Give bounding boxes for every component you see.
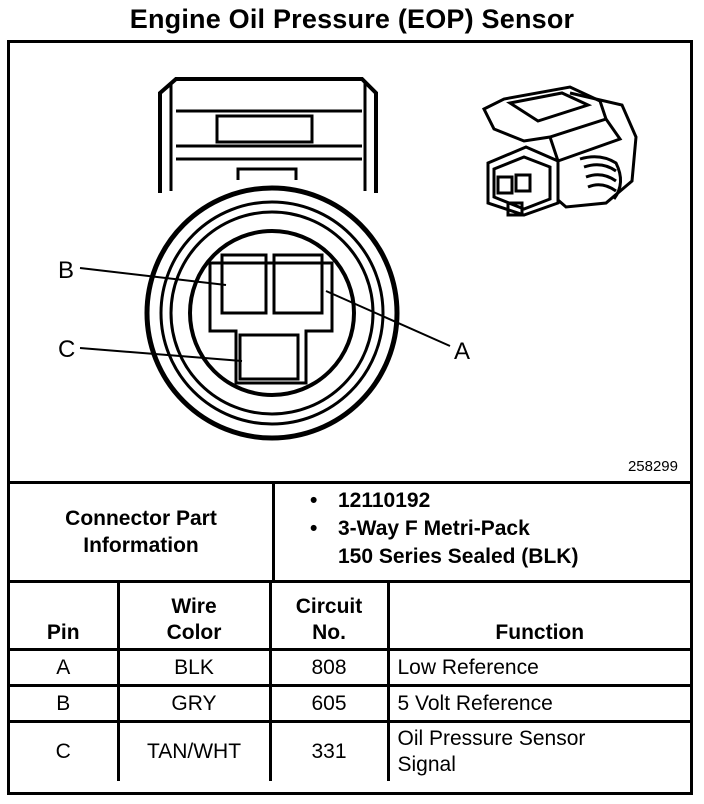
wire-color-cell: TAN/WHT xyxy=(116,720,272,781)
header-pin-text: Pin xyxy=(46,621,80,644)
function-text-line2: Signal xyxy=(397,753,456,776)
page-title: Engine Oil Pressure (EOP) Sensor xyxy=(129,4,575,34)
function-cell: Low Reference xyxy=(386,648,690,687)
header-circuit-line2: No. xyxy=(312,621,346,644)
connector-type-line1: 3-Way F Metri-Pack xyxy=(338,517,530,540)
header-wire-color-line2: Color xyxy=(166,621,222,644)
connector-face-drawing: B C A xyxy=(58,77,638,441)
pin-cell: A xyxy=(10,648,120,687)
connector-isometric-icon xyxy=(481,85,638,217)
connector-part-info: Connector Part Information • 12110192 • … xyxy=(10,484,690,583)
function-text-line1: Oil Pressure Sensor xyxy=(397,727,586,750)
figure-number: 258299 xyxy=(627,458,678,475)
connector-part-label-line2: Information xyxy=(83,534,199,557)
table-row: B GRY 605 5 Volt Reference xyxy=(10,684,690,723)
header-function: Function xyxy=(386,583,690,651)
connector-type-line2: 150 Series Sealed (BLK) xyxy=(338,545,579,568)
pin-b-label: B xyxy=(58,257,74,284)
pin-a-label: A xyxy=(454,338,470,365)
header-function-text: Function xyxy=(495,621,585,644)
pin-c-label: C xyxy=(58,336,75,363)
circuit-cell: 605 xyxy=(268,684,390,723)
connector-diagram: B C A 258299 xyxy=(10,43,690,484)
header-circuit-line1: Circuit xyxy=(295,595,363,618)
function-text: 5 Volt Reference xyxy=(397,691,553,715)
connector-part-label-line1: Connector Part xyxy=(65,507,217,530)
wire-color-cell: GRY xyxy=(116,684,272,723)
pin-table: Pin Wire Color Circuit No. Function A BL… xyxy=(10,583,690,781)
part-number-item: • 12110192 xyxy=(310,487,578,515)
circuit-cell: 808 xyxy=(268,648,390,687)
bullet: • xyxy=(310,489,318,512)
connector-type-item: • 3-Way F Metri-Pack 150 Series Sealed (… xyxy=(310,515,578,571)
function-cell: 5 Volt Reference xyxy=(386,684,690,723)
header-wire-color: Wire Color xyxy=(116,583,272,651)
function-text: Low Reference xyxy=(397,655,539,679)
pin-cell: C xyxy=(10,720,120,781)
table-header-row: Pin Wire Color Circuit No. Function xyxy=(10,583,690,651)
circuit-cell: 331 xyxy=(268,720,390,781)
table-row: A BLK 808 Low Reference xyxy=(10,648,690,687)
pin-cell: B xyxy=(10,684,120,723)
function-cell: Oil Pressure Sensor Signal xyxy=(386,720,690,781)
wire-color-cell: BLK xyxy=(116,648,272,687)
connector-info-frame: B C A 258299 xyxy=(7,40,693,795)
connector-part-label: Connector Part Information xyxy=(10,484,275,580)
header-wire-color-line1: Wire xyxy=(171,595,217,618)
connector-part-list: • 12110192 • 3-Way F Metri-Pack 150 Seri… xyxy=(310,487,578,571)
part-number: 12110192 xyxy=(338,489,431,512)
table-row: C TAN/WHT 331 Oil Pressure Sensor Signal xyxy=(10,720,690,781)
header-pin: Pin xyxy=(10,583,120,651)
header-circuit: Circuit No. xyxy=(268,583,390,651)
bullet: • xyxy=(310,517,318,540)
